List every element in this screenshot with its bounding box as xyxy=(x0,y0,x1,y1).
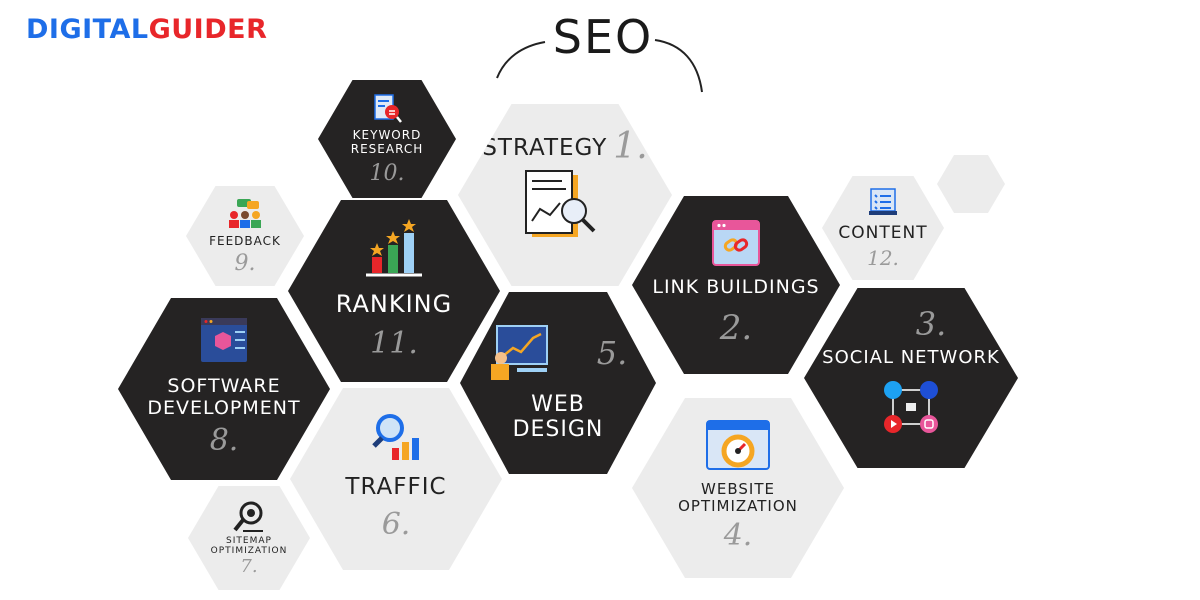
hex-software-development: SOFTWARE DEVELOPMENT 8. xyxy=(118,298,330,480)
social-media-icon xyxy=(884,381,938,434)
designer-chart-icon xyxy=(490,324,548,380)
website-optimization-label-2: OPTIMIZATION xyxy=(678,497,798,515)
content-label: CONTENT xyxy=(838,223,928,244)
speed-gauge-browser-icon xyxy=(706,419,770,470)
magnifier-bars-icon xyxy=(372,413,419,460)
feedback-label: FEEDBACK xyxy=(209,234,281,249)
ranking-label: RANKING xyxy=(335,290,453,319)
people-chat-icon xyxy=(229,199,261,229)
link-browser-icon xyxy=(712,220,760,267)
traffic-label: TRAFFIC xyxy=(345,473,447,500)
strategy-label: STRATEGY xyxy=(482,135,608,161)
star-bar-chart-icon xyxy=(366,219,422,277)
keyword-search-doc-icon xyxy=(374,94,402,123)
website-optimization-number: 4. xyxy=(723,518,753,554)
hex-ranking: RANKING 11. xyxy=(288,200,500,382)
ranking-number: 11. xyxy=(370,325,418,361)
software-development-number: 8. xyxy=(209,422,239,458)
social-network-label: SOCIAL NETWORK xyxy=(822,346,1000,368)
feedback-number: 9. xyxy=(234,250,256,276)
software-cube-icon xyxy=(201,318,247,363)
brand-part-guider: GUIDER xyxy=(148,14,268,45)
social-network-number: 3. xyxy=(915,304,947,343)
brand-logo: DIGITALGUIDER xyxy=(26,14,267,45)
sitemap-gear-icon xyxy=(233,501,263,532)
keyword-research-label-2: RESEARCH xyxy=(350,142,424,156)
web-design-label-2: DESIGN xyxy=(512,417,604,442)
traffic-number: 6. xyxy=(381,507,411,543)
link-buildings-number: 2. xyxy=(719,307,753,348)
keyword-research-number: 10. xyxy=(369,160,405,186)
hex-social-network: 3. SOCIAL NETWORK xyxy=(804,288,1018,468)
software-development-label-2: DEVELOPMENT xyxy=(147,397,301,419)
checklist-icon xyxy=(869,188,897,216)
sitemap-number: 7. xyxy=(240,556,258,578)
link-buildings-label: LINK BUILDINGS xyxy=(652,276,820,299)
content-number: 12. xyxy=(867,245,899,270)
keyword-research-label-1: KEYWORD xyxy=(352,128,422,143)
sitemap-label-2: OPTIMIZATION xyxy=(210,546,288,556)
software-development-label-1: SOFTWARE xyxy=(167,375,281,398)
hex-link-buildings: LINK BUILDINGS 2. xyxy=(632,196,840,374)
sitemap-label-1: SITEMAP xyxy=(226,535,272,546)
website-optimization-label-1: WEBSITE xyxy=(701,479,775,498)
web-design-label-1: WEB xyxy=(531,391,585,417)
web-design-number: 5. xyxy=(596,333,628,372)
document-analysis-icon xyxy=(525,170,596,237)
brand-part-digital: DIGITAL xyxy=(26,14,149,45)
page-title: SEO xyxy=(552,10,654,64)
